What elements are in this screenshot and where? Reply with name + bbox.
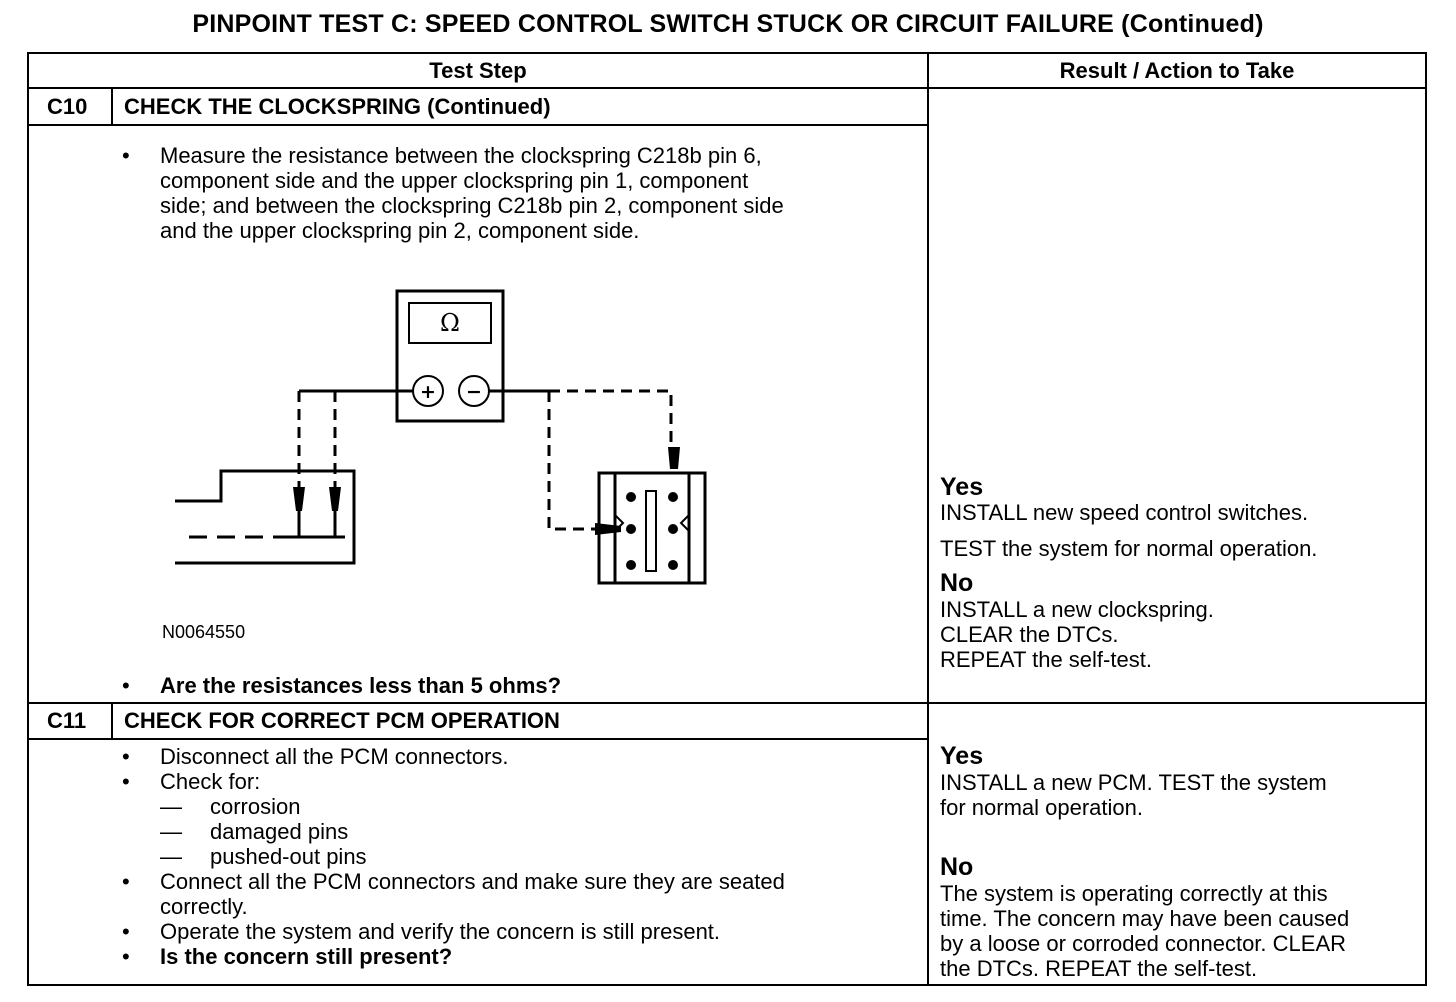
c11-step-check-for: • Check for: xyxy=(122,769,902,794)
bullet-icon: • xyxy=(122,919,130,944)
c11-id-divider xyxy=(111,702,113,738)
c11-step-text: Operate the system and verify the concer… xyxy=(160,919,721,944)
clockspring-connector-c218b xyxy=(175,469,356,565)
c11-yes-line-2: for normal operation. xyxy=(940,795,1143,820)
dash-icon: — xyxy=(160,819,182,844)
c11-step-text-cont: correctly. xyxy=(160,894,248,919)
c11-step-text: Check for: xyxy=(160,769,261,794)
c10-measure-bullet: • Measure the resistance between the clo… xyxy=(122,143,902,243)
c10-yes-line-1: INSTALL new speed control switches. xyxy=(940,500,1309,525)
c11-no-line-4: the DTCs. REPEAT the self-test. xyxy=(940,956,1258,981)
c11-no-line-3: by a loose or corroded connector. CLEAR xyxy=(940,931,1347,956)
c11-heading: CHECK FOR CORRECT PCM OPERATION xyxy=(124,708,560,733)
c10-no-line-1: INSTALL a new clockspring. xyxy=(940,597,1214,622)
c10-heading-divider xyxy=(29,124,929,126)
measure-line-1: Measure the resistance between the clock… xyxy=(160,143,762,168)
c11-yes-label: Yes xyxy=(940,742,984,770)
upper-clockspring-connector xyxy=(597,471,707,585)
c10-no-line-3: REPEAT the self-test. xyxy=(940,647,1152,672)
c11-no-label: No xyxy=(940,853,974,881)
bullet-icon: • xyxy=(122,744,130,769)
header-divider xyxy=(29,87,1425,89)
c10-id-divider xyxy=(111,87,113,124)
c11-question: • Is the concern still present? xyxy=(122,944,902,969)
bullet-icon: • xyxy=(122,769,130,794)
measure-line-2: component side and the upper clockspring… xyxy=(160,168,749,193)
c11-step-text: Connect all the PCM connectors and make … xyxy=(160,869,785,894)
c11-step-operate: • Operate the system and verify the conc… xyxy=(122,919,902,944)
c11-question-text: Is the concern still present? xyxy=(160,944,453,969)
row-divider xyxy=(29,702,1425,704)
bullet-icon: • xyxy=(122,944,130,969)
c10-no-label: No xyxy=(940,569,974,597)
bullet-icon: • xyxy=(122,673,130,698)
c11-step-text: Disconnect all the PCM connectors. xyxy=(160,744,509,769)
c11-no-line-2: time. The concern may have been caused xyxy=(940,906,1350,931)
bullet-icon: • xyxy=(122,143,130,168)
measure-line-3: side; and between the clockspring C218b … xyxy=(160,193,784,218)
check-item-damaged-pins: damaged pins xyxy=(210,819,349,844)
c11-step-connect: • Connect all the PCM connectors and mak… xyxy=(122,869,902,919)
c11-no-line-1: The system is operating correctly at thi… xyxy=(940,881,1328,906)
c10-question: • Are the resistances less than 5 ohms? xyxy=(122,673,902,698)
dash-icon: — xyxy=(160,844,182,869)
c10-no-line-2: CLEAR the DTCs. xyxy=(940,622,1119,647)
plus-terminal-icon: + xyxy=(420,381,436,403)
measure-line-4: and the upper clockspring pin 2, compone… xyxy=(160,218,640,243)
ohmmeter: Ω + − xyxy=(395,289,505,423)
c11-step-disconnect: • Disconnect all the PCM connectors. xyxy=(122,744,902,769)
c11-step-id: C11 xyxy=(47,708,87,733)
header-result: Result / Action to Take xyxy=(1059,58,1295,83)
ohm-symbol-icon: Ω xyxy=(440,309,460,337)
c11-heading-divider xyxy=(29,738,929,740)
bullet-icon: • xyxy=(122,869,130,894)
column-divider xyxy=(927,54,929,984)
c10-step-id: C10 xyxy=(47,94,88,119)
c10-yes-label: Yes xyxy=(940,473,984,501)
page-title: PINPOINT TEST C: SPEED CONTROL SWITCH ST… xyxy=(192,10,1264,38)
pinpoint-test-table: Test Step Result / Action to Take C10 CH… xyxy=(27,52,1427,986)
header-test-step: Test Step xyxy=(429,58,527,83)
c10-heading: CHECK THE CLOCKSPRING (Continued) xyxy=(124,94,551,119)
check-item-corrosion: corrosion xyxy=(210,794,301,819)
figure-id: N0064550 xyxy=(162,622,246,642)
c10-question-text: Are the resistances less than 5 ohms? xyxy=(160,673,562,698)
minus-terminal-icon: − xyxy=(466,381,482,403)
check-item-pushed-out-pins: pushed-out pins xyxy=(210,844,367,869)
dash-icon: — xyxy=(160,794,182,819)
c11-yes-line-1: INSTALL a new PCM. TEST the system xyxy=(940,770,1327,795)
c10-yes-line-2: TEST the system for normal operation. xyxy=(940,536,1318,561)
ohmmeter-clockspring-diagram: Ω + − xyxy=(175,289,707,585)
